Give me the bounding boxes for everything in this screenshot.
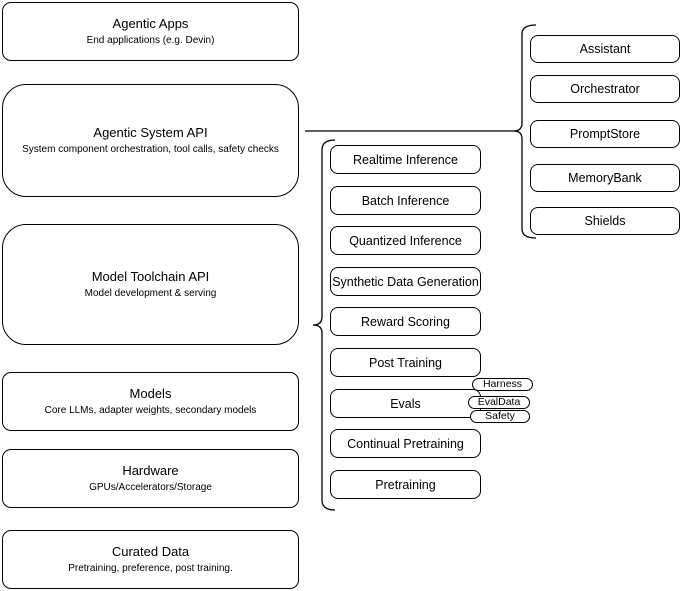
tag-harness: Harness: [472, 378, 533, 391]
tag-evaldata: EvalData: [468, 396, 530, 409]
node-post-training: Post Training: [330, 348, 481, 377]
node-quantized-inference: Quantized Inference: [330, 226, 481, 255]
node-continual-pretraining: Continual Pretraining: [330, 429, 481, 458]
node-title: Models: [129, 386, 172, 401]
node-orchestrator: Orchestrator: [530, 75, 680, 103]
node-title: Curated Data: [111, 544, 190, 559]
node-subtitle: GPUs/Accelerators/Storage: [89, 482, 212, 493]
node-agentic-apps: Agentic Apps End applications (e.g. Devi…: [2, 2, 299, 61]
node-pretraining: Pretraining: [330, 470, 481, 499]
node-subtitle: Core LLMs, adapter weights, secondary mo…: [44, 405, 257, 416]
node-evals: Evals: [330, 389, 481, 418]
node-subtitle: System component orchestration, tool cal…: [22, 144, 279, 155]
node-subtitle: End applications (e.g. Devin): [86, 35, 215, 46]
node-curated-data: Curated Data Pretraining, preference, po…: [2, 530, 299, 589]
node-hardware: Hardware GPUs/Accelerators/Storage: [2, 449, 299, 508]
node-agentic-system-api: Agentic System API System component orch…: [2, 84, 299, 197]
node-assistant: Assistant: [530, 35, 680, 63]
node-title: Hardware: [122, 463, 179, 478]
node-subtitle: Pretraining, preference, post training.: [68, 563, 233, 574]
node-subtitle: Model development & serving: [84, 288, 217, 299]
node-models: Models Core LLMs, adapter weights, secon…: [2, 372, 299, 431]
node-shields: Shields: [530, 207, 680, 235]
node-batch-inference: Batch Inference: [330, 186, 481, 215]
node-synthetic-data-generation: Synthetic Data Generation: [330, 267, 481, 296]
node-realtime-inference: Realtime Inference: [330, 145, 481, 174]
node-promptstore: PromptStore: [530, 120, 680, 148]
node-title: Model Toolchain API: [91, 269, 210, 284]
node-title: Agentic System API: [93, 125, 208, 140]
node-memorybank: MemoryBank: [530, 164, 680, 192]
node-model-toolchain-api: Model Toolchain API Model development & …: [2, 224, 299, 345]
tag-safety: Safety: [470, 410, 530, 423]
node-reward-scoring: Reward Scoring: [330, 307, 481, 336]
node-title: Agentic Apps: [112, 16, 189, 31]
